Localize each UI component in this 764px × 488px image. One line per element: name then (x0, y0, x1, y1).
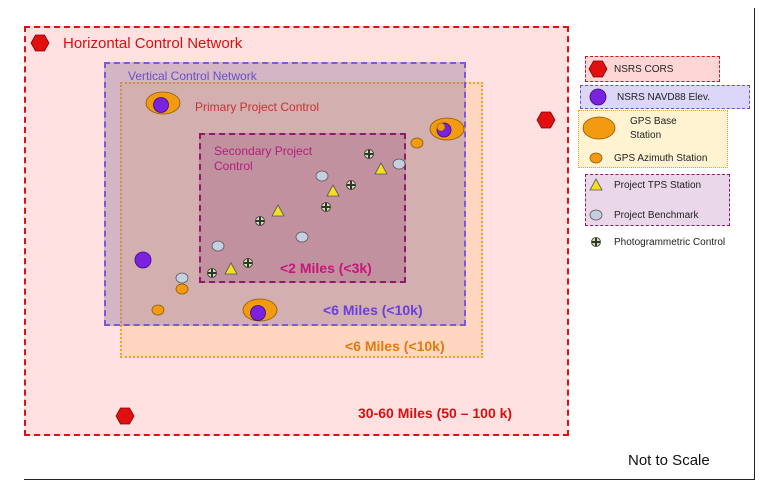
legend-cors-icon (588, 60, 608, 78)
horizontal-distance-label: 30-60 Miles (50 – 100 k) (358, 405, 513, 421)
benchmark-marker (211, 240, 225, 252)
photo-control-marker (255, 216, 265, 226)
benchmark-marker (315, 170, 329, 182)
legend-gps-base-label-2: Station (630, 130, 662, 141)
photo-control-marker (321, 202, 331, 212)
tps-marker (271, 204, 285, 217)
legend-tps-box (585, 174, 730, 226)
navd88-marker (134, 251, 152, 269)
legend-gps-base-label-1: GPS Base (630, 116, 677, 127)
legend-navd88-icon (589, 88, 607, 106)
vertical-distance-label: <6 Miles (<10k) (323, 302, 423, 318)
vertical-control-network-label: Vertical Control Network (128, 69, 257, 83)
legend-navd88-box (580, 85, 750, 109)
legend-gps-base-icon (582, 116, 616, 140)
tps-marker (326, 184, 340, 197)
benchmark-marker (295, 231, 309, 243)
legend-benchmark-icon (589, 209, 603, 221)
legend-navd88-label: NSRS NAVD88 Elev. (617, 92, 710, 103)
legend-tps-icon (589, 178, 603, 191)
photo-control-marker (207, 268, 217, 278)
legend-photo-label: Photogrammetric Control (614, 237, 726, 248)
secondary-project-control-label: Secondary Project Control (214, 144, 313, 173)
cors-marker (115, 407, 135, 425)
benchmark-marker (175, 272, 189, 284)
gps-azimuth-marker (175, 283, 189, 295)
photo-control-marker (346, 180, 356, 190)
legend-gps-azimuth-icon (589, 152, 603, 164)
gps-azimuth-marker (151, 304, 165, 316)
primary-project-control-zone (120, 82, 483, 358)
legend-cors-box (585, 56, 720, 82)
primary-distance-label: <6 Miles (<10k) (345, 338, 445, 354)
horizontal-control-network-zone (24, 26, 569, 436)
tps-marker (374, 162, 388, 175)
legend-benchmark-label: Project Benchmark (614, 210, 699, 221)
legend-cors-label: NSRS CORS (614, 64, 674, 75)
photo-control-marker (243, 258, 253, 268)
tps-marker (224, 262, 238, 275)
gps-base-marker (145, 91, 181, 115)
cors-marker (30, 34, 50, 52)
benchmark-marker (392, 158, 406, 170)
not-to-scale-label: Not to Scale (628, 452, 710, 469)
photo-control-marker (364, 149, 374, 159)
gps-azimuth-marker (410, 137, 424, 149)
secondary-distance-label: <2 Miles (<3k) (280, 260, 372, 276)
cors-marker (536, 111, 556, 129)
legend-tps-label: Project TPS Station (614, 180, 702, 191)
primary-project-control-label: Primary Project Control (195, 100, 320, 114)
gps-base-marker (242, 298, 278, 322)
legend-photo-icon (591, 237, 601, 247)
gps-base-marker (429, 117, 465, 141)
legend-gps-azimuth-label: GPS Azimuth Station (614, 153, 708, 164)
horizontal-control-network-label: Horizontal Control Network (63, 35, 243, 52)
